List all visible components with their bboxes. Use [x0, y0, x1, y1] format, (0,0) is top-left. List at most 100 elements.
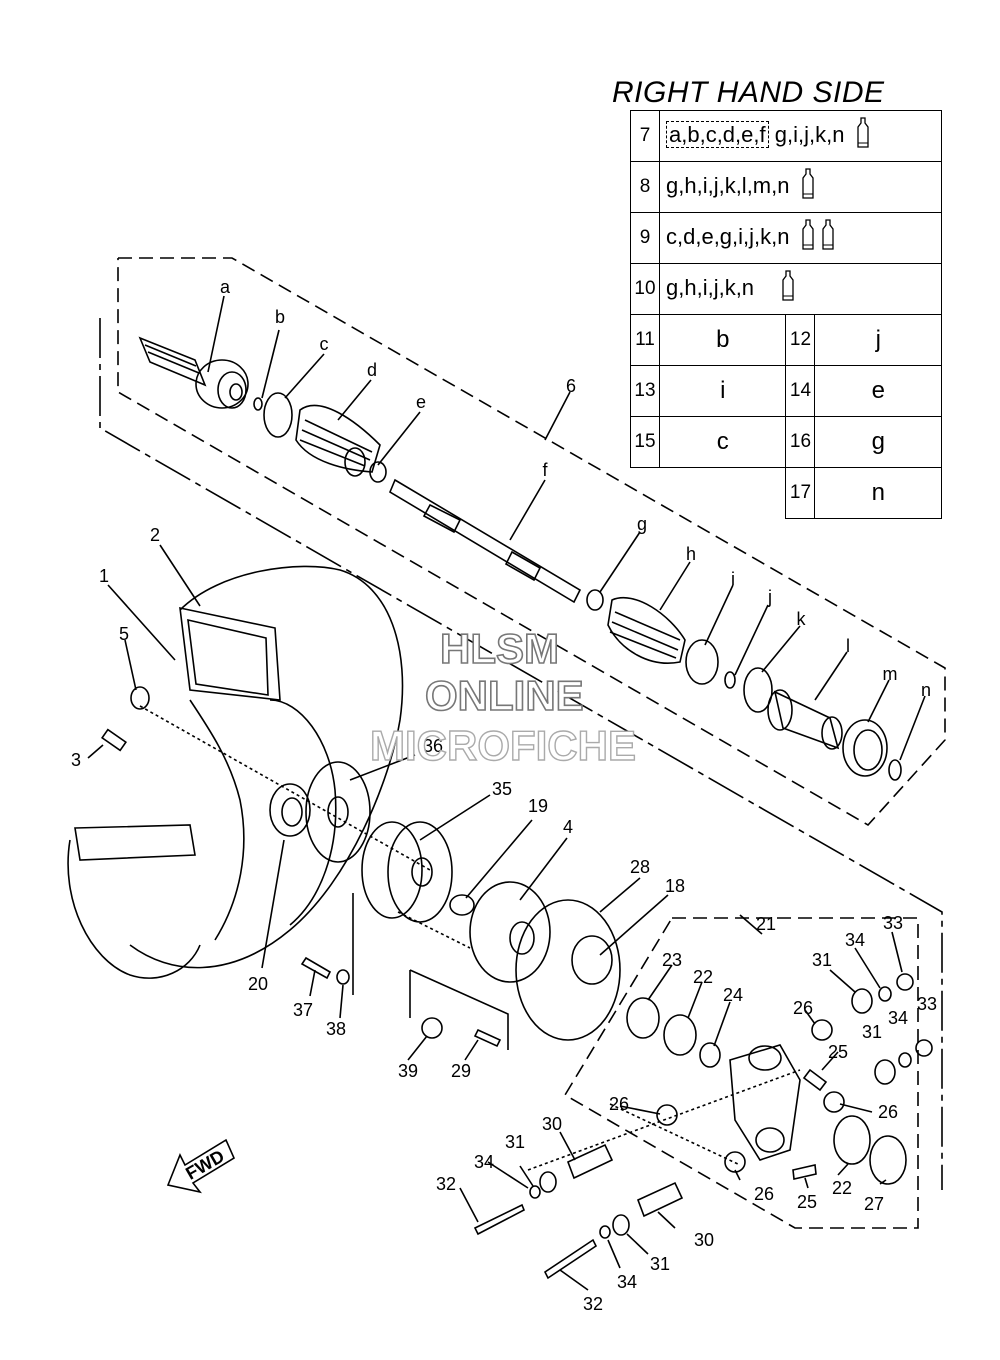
row-value: c: [658, 416, 787, 468]
callout-g: g: [637, 514, 647, 534]
circlip-k: [743, 667, 773, 713]
callout-20: 20: [248, 974, 268, 994]
grease-tube-icon: [856, 116, 869, 156]
callout-l: l: [846, 636, 850, 656]
row-num: 7: [630, 110, 660, 162]
callout-36: 36: [423, 736, 443, 756]
band-c: [263, 392, 293, 438]
table-row: 13 i 14 e: [630, 365, 942, 417]
grease-nipple-25b: [792, 1164, 817, 1180]
callout-24: 24: [723, 985, 743, 1005]
row-num: 14: [785, 365, 816, 417]
band-g: [586, 589, 604, 611]
washer-31b: [874, 1059, 896, 1085]
callout-31: 31: [650, 1254, 670, 1274]
valve-cap-5: [130, 686, 150, 710]
callout-30: 30: [694, 1230, 714, 1250]
band-e: [369, 461, 387, 483]
callout-h: h: [686, 544, 696, 564]
callout-38: 38: [326, 1019, 346, 1039]
row-num: 8: [630, 161, 660, 213]
watermark-line1: HLSM: [439, 624, 560, 673]
row-num: 13: [630, 365, 660, 417]
row-value: a,b,c,d,e,f g,i,j,k,n: [659, 110, 942, 162]
callout-35: 35: [492, 779, 512, 799]
empty-cell: [631, 468, 786, 519]
row-num: 11: [630, 314, 660, 366]
washer-34a: [878, 986, 892, 1002]
spacer-30a: [566, 1143, 614, 1180]
collar-26a: [811, 1019, 833, 1041]
callout-31: 31: [812, 950, 832, 970]
bolt-29: [473, 1028, 502, 1048]
collar-26b: [823, 1091, 845, 1113]
circlip-n: [888, 759, 902, 781]
callout-FWD: FWD: [182, 1146, 227, 1184]
row-value: g: [814, 416, 942, 468]
brake-disc-28: [515, 899, 621, 1041]
bolt-37: [300, 956, 332, 980]
callout-5: 5: [119, 624, 129, 644]
callout-22: 22: [693, 967, 713, 987]
collar-26d: [724, 1151, 746, 1173]
table-row: 10 g,h,i,j,k,n: [630, 263, 942, 315]
table-row: 7 a,b,c,d,e,f g,i,j,k,n: [630, 110, 942, 162]
row-value: e: [814, 365, 942, 417]
callout-26: 26: [793, 998, 813, 1018]
bearing-22b: [833, 1115, 871, 1165]
callout-4: 4: [563, 817, 573, 837]
row-value: b: [658, 314, 787, 366]
boot-h: [607, 597, 686, 664]
callout-2: 2: [150, 525, 160, 545]
grease-tube-icon: [801, 167, 814, 207]
nut-39: [421, 1017, 443, 1039]
callout-33: 33: [917, 994, 937, 1014]
callout-b: b: [275, 307, 285, 327]
callout-e: e: [416, 392, 426, 412]
washer-31a: [851, 988, 873, 1014]
callout-26: 26: [878, 1102, 898, 1122]
band-i: [685, 639, 719, 685]
callout-f: f: [542, 460, 548, 480]
table-row: 17 n: [631, 467, 942, 519]
callout-32: 32: [583, 1294, 603, 1314]
row-num: 17: [785, 467, 816, 519]
callout-31: 31: [862, 1022, 882, 1042]
callout-27: 27: [864, 1194, 884, 1214]
callout-25: 25: [797, 1192, 817, 1212]
callout-a: a: [220, 277, 231, 297]
row-value: i: [658, 365, 787, 417]
axle-guide-line: [99, 318, 943, 1190]
watermark-line3: MICROFICHE: [369, 721, 636, 769]
circlip-j: [724, 671, 736, 689]
seal-27: [869, 1135, 907, 1185]
callout-37: 37: [293, 1000, 313, 1020]
boxed-letters: a,b,c,d,e,f: [666, 120, 769, 148]
row-value: g,h,i,j,k,l,m,n: [659, 161, 942, 213]
hub-35: [361, 821, 453, 923]
row-value: j: [814, 314, 942, 366]
table-row: 15 c 16 g: [630, 416, 942, 468]
knuckle: [729, 1044, 801, 1161]
row-num: 16: [785, 416, 816, 468]
callout-i: i: [731, 569, 735, 589]
washer-31c: [539, 1171, 557, 1193]
plate-36: [305, 761, 371, 863]
callout-18: 18: [665, 876, 685, 896]
callout-26: 26: [609, 1094, 629, 1114]
bearing-23: [626, 997, 660, 1039]
callout-n: n: [921, 680, 931, 700]
callout-21: 21: [756, 914, 776, 934]
kit-boundary-6: [117, 257, 946, 827]
callout-1: 1: [99, 566, 109, 586]
washer-34c: [529, 1185, 541, 1199]
nut-33b: [915, 1039, 933, 1057]
nut-19: [449, 894, 475, 916]
callout-33: 33: [883, 913, 903, 933]
callout-26: 26: [754, 1184, 774, 1204]
callout-30: 30: [542, 1114, 562, 1134]
callout-31: 31: [505, 1132, 525, 1152]
row-letters: g,h,i,j,k,l,m,n: [666, 172, 790, 198]
callout-labels: abcdefghijklmn12345618192021222223242525…: [71, 277, 937, 1314]
